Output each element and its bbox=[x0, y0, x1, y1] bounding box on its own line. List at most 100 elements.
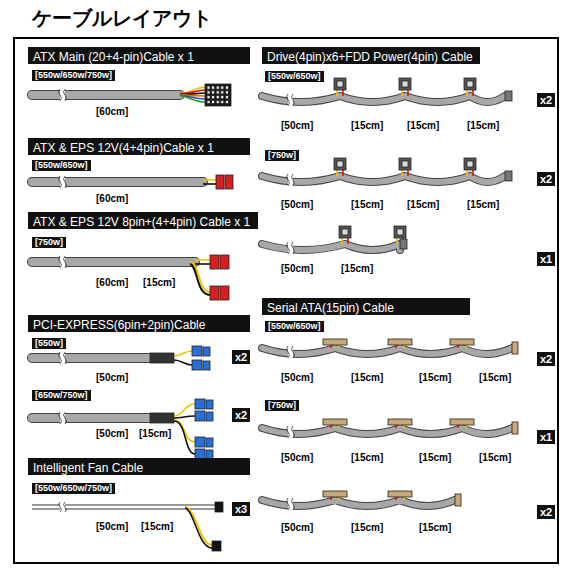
pin-cell bbox=[212, 86, 215, 89]
connector bbox=[215, 502, 223, 512]
wire bbox=[180, 93, 205, 94]
pin-cell bbox=[216, 86, 219, 89]
section-header: ATX & EPS 12V 8pin+(4+4pin) Cable x 1 bbox=[28, 212, 258, 229]
connector bbox=[450, 419, 474, 425]
pin-cell bbox=[221, 86, 224, 89]
pin-cell bbox=[221, 96, 224, 99]
break-mark bbox=[287, 346, 290, 358]
connector bbox=[505, 171, 512, 181]
section-header: Intelligent Fan Cable bbox=[28, 458, 250, 475]
wire bbox=[190, 264, 210, 295]
pin-cell bbox=[467, 81, 473, 87]
break-gap bbox=[288, 498, 293, 510]
page-title: ケーブルレイアウト bbox=[32, 5, 212, 32]
wire bbox=[203, 183, 216, 185]
cable-sleeve bbox=[32, 414, 152, 422]
pin-cell bbox=[207, 91, 210, 94]
length-label: [15cm] bbox=[340, 263, 374, 275]
connector bbox=[195, 437, 205, 447]
break-mark bbox=[287, 174, 290, 186]
break-gap bbox=[60, 412, 65, 424]
quantity-badge: x2 bbox=[537, 505, 555, 519]
cable-sleeve bbox=[32, 91, 180, 99]
wattage-tag: [750w] bbox=[265, 400, 299, 411]
connector bbox=[339, 226, 351, 238]
length-label: [60cm] bbox=[95, 106, 129, 118]
pin-cell bbox=[397, 229, 403, 235]
wattage-tag: [550w/650w] bbox=[265, 71, 324, 82]
connector bbox=[399, 78, 411, 90]
wire bbox=[401, 170, 403, 176]
pin-cell bbox=[225, 100, 228, 103]
length-label: [15cm] bbox=[466, 199, 500, 211]
length-label: [15cm] bbox=[406, 199, 440, 211]
wire bbox=[396, 238, 398, 244]
quantity-badge: x2 bbox=[232, 408, 250, 422]
wire bbox=[466, 170, 468, 176]
connector bbox=[192, 346, 202, 356]
section-title: ATX Main (20+4-pin)Cable x 1 bbox=[33, 49, 194, 66]
quantity-badge: x2 bbox=[537, 172, 555, 186]
wire bbox=[174, 404, 195, 416]
connector bbox=[464, 78, 476, 90]
break-mark bbox=[59, 176, 62, 188]
connector bbox=[450, 339, 474, 345]
break-mark bbox=[287, 94, 290, 106]
wire bbox=[347, 238, 349, 244]
break-gap bbox=[60, 502, 65, 512]
wire bbox=[341, 238, 343, 244]
wire bbox=[472, 170, 474, 176]
length-label: [15cm] bbox=[418, 372, 452, 384]
break-gap bbox=[60, 352, 65, 364]
connector bbox=[334, 158, 346, 170]
sleeve bbox=[150, 413, 174, 423]
pin-cell bbox=[212, 96, 215, 99]
length-label: [50cm] bbox=[280, 522, 314, 534]
break-gap bbox=[60, 256, 65, 268]
length-label: [15cm] bbox=[478, 452, 512, 464]
wattage-tag: [550w/650w/750w] bbox=[32, 483, 115, 494]
connector bbox=[192, 360, 202, 370]
section-header: ATX Main (20+4-pin)Cable x 1 bbox=[28, 47, 250, 64]
pin-cell bbox=[216, 96, 219, 99]
break-mark bbox=[292, 346, 295, 358]
cable-sleeve bbox=[262, 244, 400, 250]
section-title: Serial ATA(15pin) Cable bbox=[267, 300, 394, 317]
length-label: [15cm] bbox=[406, 120, 440, 132]
cable-outline bbox=[32, 177, 203, 187]
connector bbox=[512, 422, 518, 434]
pin-cell bbox=[216, 100, 219, 103]
wattage-tag: [550w/650w/750w] bbox=[32, 70, 115, 81]
length-label: [50cm] bbox=[95, 428, 129, 440]
cable-sleeve bbox=[32, 178, 203, 186]
connector bbox=[216, 175, 224, 189]
wire bbox=[466, 90, 468, 96]
length-label: [50cm] bbox=[280, 263, 314, 275]
wattage-tag: [550w/650w] bbox=[265, 321, 324, 332]
sleeve bbox=[150, 353, 174, 363]
pin-cell bbox=[212, 91, 215, 94]
connector bbox=[195, 399, 205, 409]
length-label: [15cm] bbox=[350, 522, 384, 534]
pin-cell bbox=[207, 96, 210, 99]
wire bbox=[174, 420, 195, 442]
length-label: [15cm] bbox=[418, 522, 452, 534]
wire bbox=[203, 179, 216, 181]
connector bbox=[210, 255, 219, 269]
section-title: ATX & EPS 12V(4+4pin)Cable x 1 bbox=[33, 140, 214, 157]
break-mark bbox=[292, 242, 295, 254]
connector bbox=[205, 84, 231, 106]
section-title: PCI-EXPRESS(6pin+2pin)Cable bbox=[33, 317, 205, 334]
connector bbox=[195, 411, 205, 421]
connector bbox=[206, 400, 213, 409]
wire bbox=[336, 90, 338, 96]
length-label: [15cm] bbox=[478, 372, 512, 384]
connector bbox=[464, 158, 476, 170]
quantity-badge: x2 bbox=[537, 352, 555, 366]
wire bbox=[342, 90, 344, 96]
length-label: [15cm] bbox=[350, 452, 384, 464]
connector bbox=[220, 286, 229, 300]
break-mark bbox=[64, 412, 67, 424]
break-mark bbox=[292, 426, 295, 438]
